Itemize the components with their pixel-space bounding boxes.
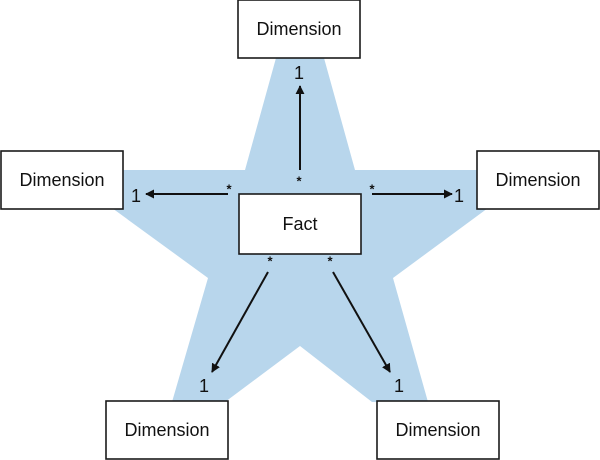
multiplicity-many-bottom-right: * <box>327 254 333 269</box>
dimension-box-bottom-right: Dimension <box>376 400 500 460</box>
multiplicity-one-top: 1 <box>294 63 304 83</box>
dimension-label: Dimension <box>495 170 580 190</box>
dimension-box-bottom-left: Dimension <box>105 400 229 460</box>
multiplicity-many-left: * <box>226 182 232 197</box>
dimension-box-top: Dimension <box>237 0 361 59</box>
multiplicity-many-bottom-left: * <box>267 254 273 269</box>
dimension-label: Dimension <box>395 420 480 440</box>
relationship-arrow-bottom-right <box>332 271 391 373</box>
multiplicity-one-bottom-left: 1 <box>199 376 209 396</box>
dimension-label: Dimension <box>19 170 104 190</box>
relationship-arrow-bottom-left <box>211 271 269 373</box>
dimension-label: Dimension <box>256 19 341 39</box>
multiplicity-one-bottom-right: 1 <box>394 376 404 396</box>
multiplicity-one-right: 1 <box>454 186 464 206</box>
dimension-label: Dimension <box>124 420 209 440</box>
dimension-box-left: Dimension <box>0 150 124 210</box>
fact-label: Fact <box>282 214 317 234</box>
fact-box: Fact <box>238 193 362 255</box>
multiplicity-many-right: * <box>369 182 375 197</box>
multiplicity-many-top: * <box>296 174 302 189</box>
dimension-box-right: Dimension <box>476 150 600 210</box>
multiplicity-one-left: 1 <box>131 186 141 206</box>
